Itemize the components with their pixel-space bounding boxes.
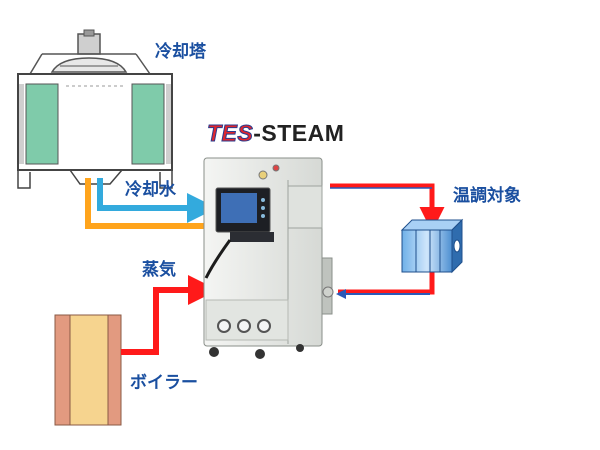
steam-pipe bbox=[121, 275, 218, 355]
label-boiler: ボイラー bbox=[130, 373, 198, 393]
brand-suffix: -STEAM bbox=[253, 120, 345, 146]
cooling-water-pipes bbox=[85, 178, 217, 229]
label-target: 温調対象 bbox=[453, 186, 521, 206]
target-loop-pipes bbox=[330, 183, 445, 299]
label-cooling-water: 冷却水 bbox=[125, 180, 176, 200]
label-steam: 蒸気 bbox=[142, 260, 176, 280]
product-logo: TES-STEAM bbox=[206, 120, 345, 146]
tes-steam-unit bbox=[203, 157, 334, 359]
brand-prefix: TES bbox=[206, 120, 254, 146]
label-cooling-tower: 冷却塔 bbox=[155, 42, 206, 62]
boiler bbox=[54, 314, 122, 426]
target-object bbox=[400, 218, 464, 274]
cooling-tower bbox=[17, 29, 173, 189]
